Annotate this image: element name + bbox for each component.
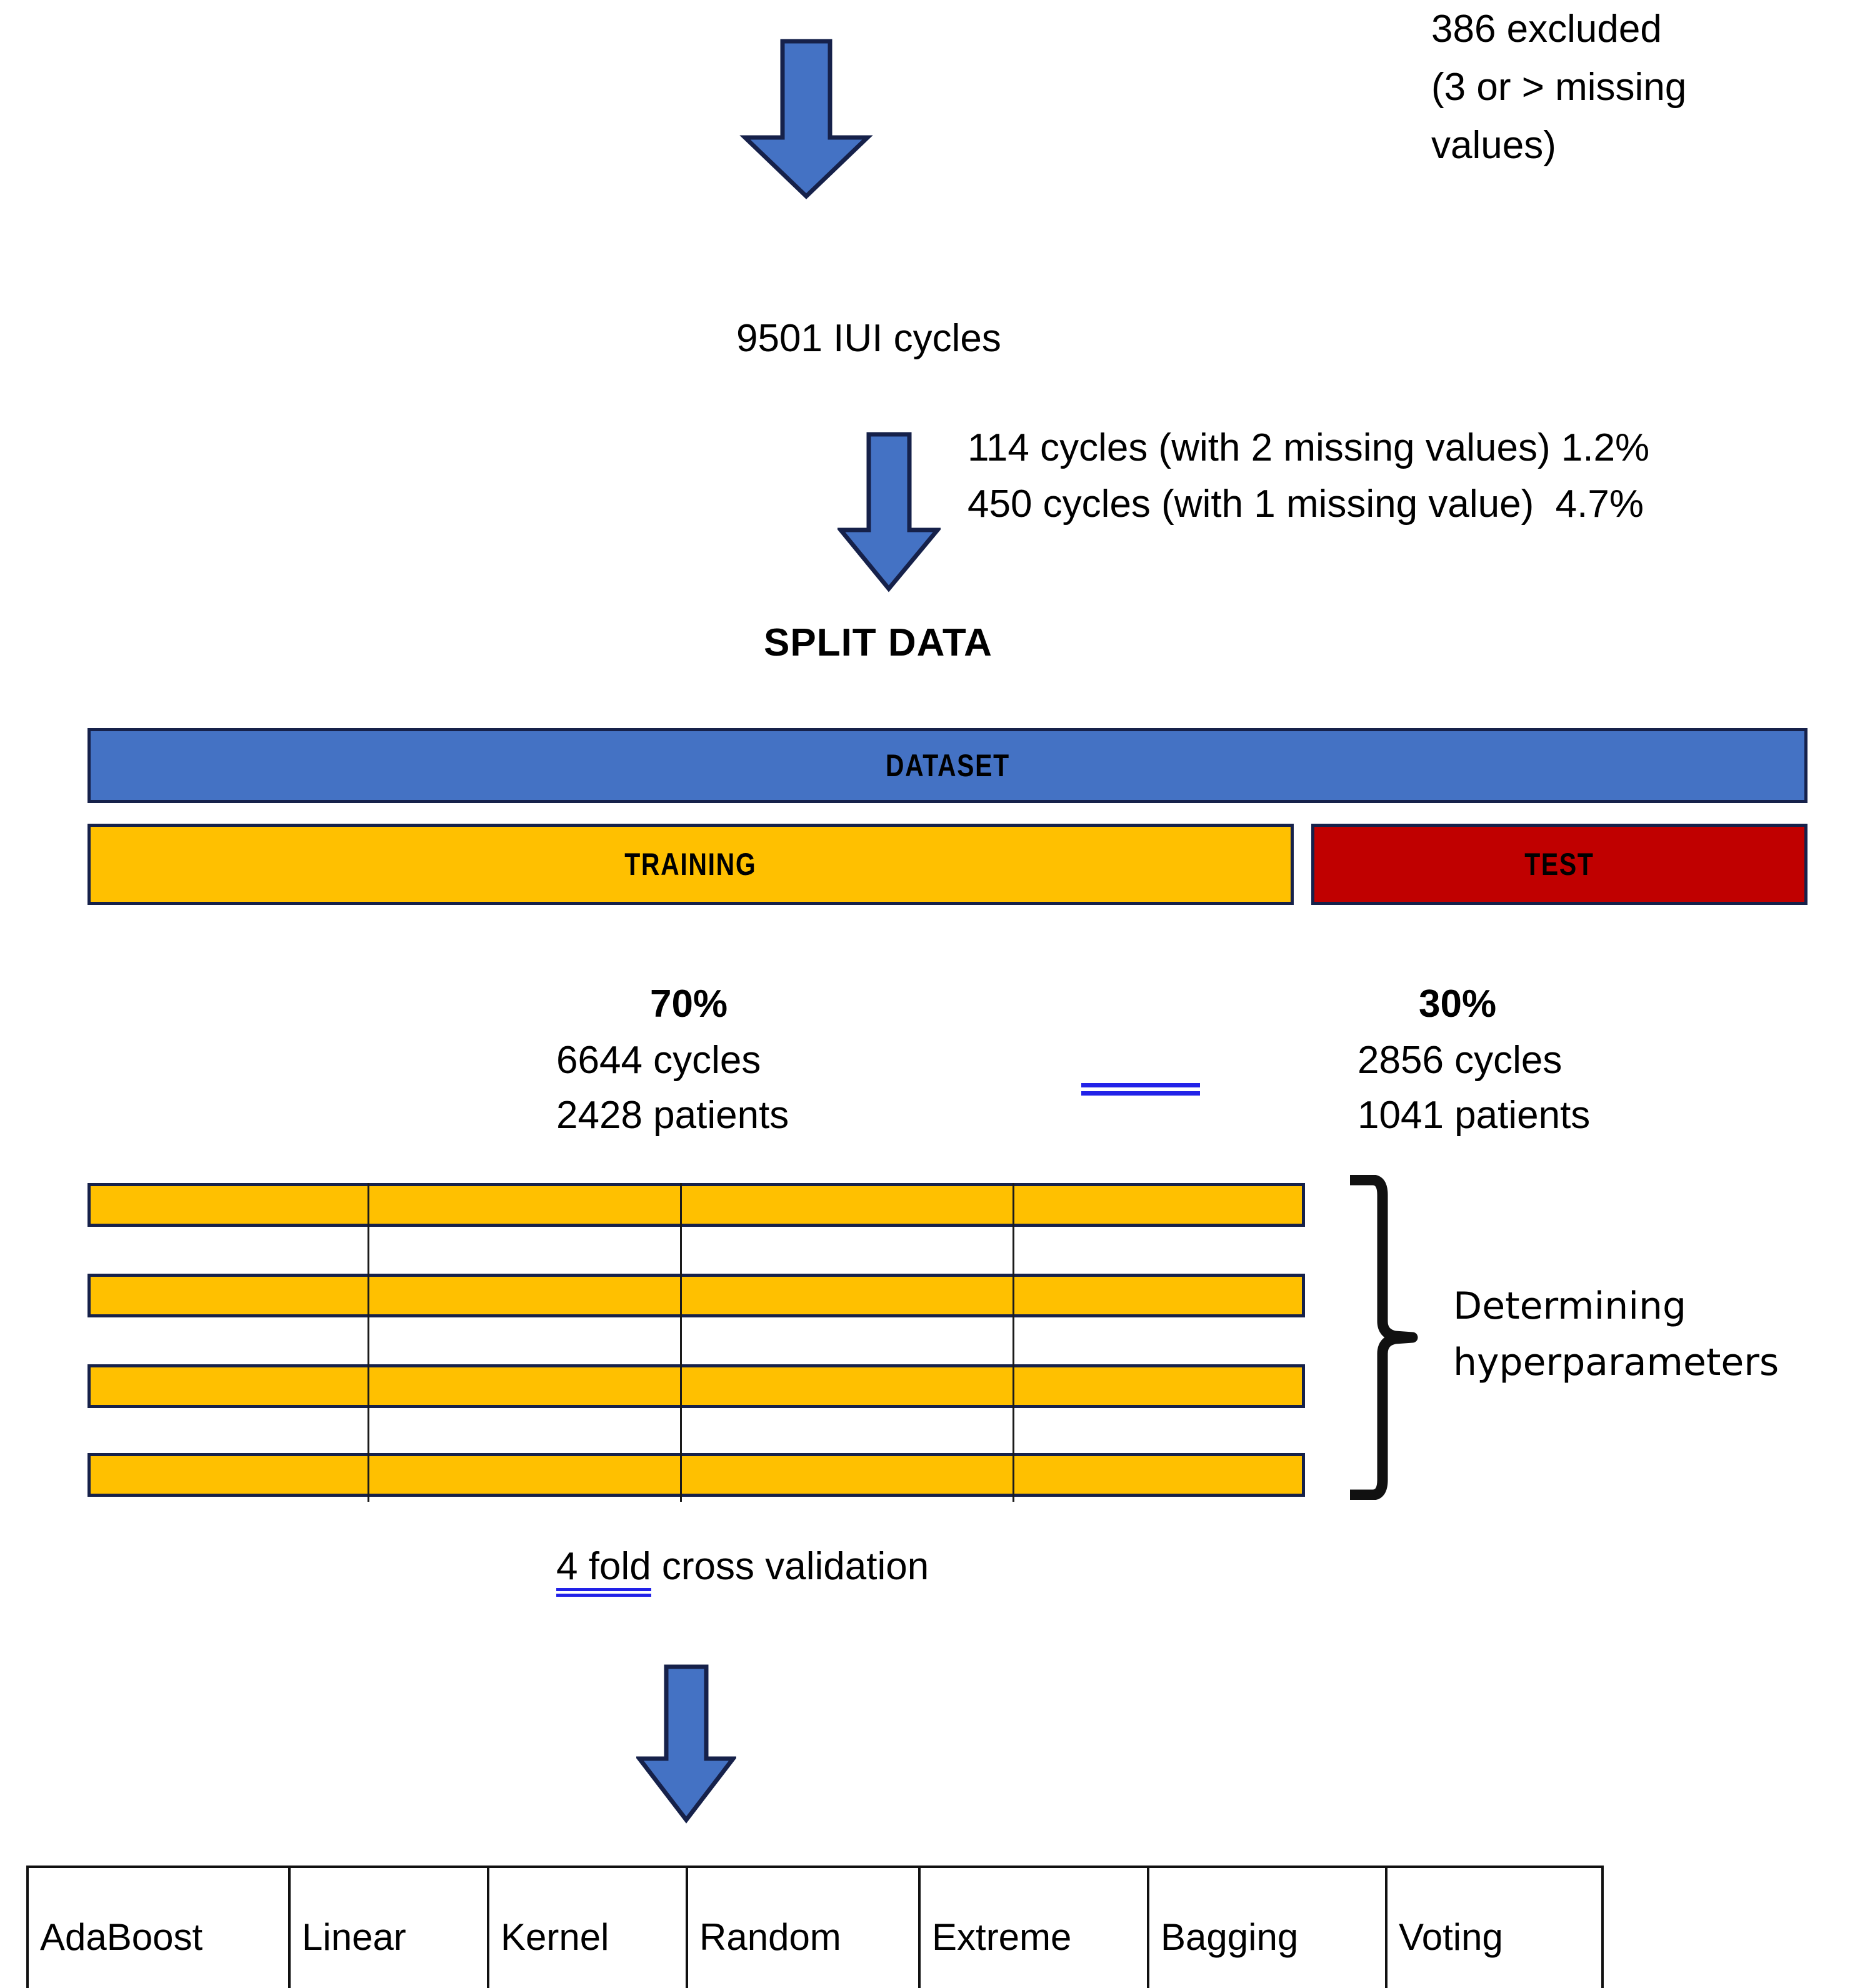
fold-bar [88,1364,1305,1408]
missing-values-note-line2: 450 cycles (with 1 missing value) 4.7% [968,482,1644,526]
classifier-table: AdaBoost Linear SVM Kernel SVM Random Fo… [26,1866,1604,1988]
classifier-cell-linear-svm[interactable]: Linear SVM [288,1866,489,1988]
cross-validation-caption: 4 fold cross validation [556,1544,929,1597]
excluded-note-line1: 386 excluded [1431,7,1662,51]
fold-column-divider [368,1183,369,1502]
right-curly-brace-icon [1344,1175,1425,1500]
missing-values-note-line1: 114 cycles (with 2 missing values) 1.2% [968,426,1650,469]
training-percent-label: 70% [650,982,728,1026]
classifier-name-line1: Kernel [501,1916,609,1959]
fold-bar [88,1274,1305,1317]
test-percent-label: 30% [1419,982,1497,1026]
classifier-cell-voting-classifier[interactable]: Voting Classifier [1385,1866,1604,1988]
classifier-name-line1: Linear [302,1916,406,1959]
dataset-bar-label: DATASET [885,748,1010,783]
dataset-bar: DATASET [88,728,1808,803]
classifier-name-line1: Bagging [1161,1916,1299,1959]
classifier-name-line1: AdaBoost [40,1916,203,1959]
hyperparameter-label-line2: hyperparameters [1453,1341,1779,1384]
training-bar: TRAINING [88,824,1294,905]
table-row: AdaBoost Linear SVM Kernel SVM Random Fo… [26,1866,1604,1988]
cross-validation-caption-rest: cross validation [651,1545,929,1588]
classifier-name-line1: Extreme [932,1916,1072,1959]
classifier-cell-adaboost[interactable]: AdaBoost [26,1866,291,1988]
classifier-cell-random-forest[interactable]: Random Forest [686,1866,921,1988]
test-bar: TEST [1311,824,1808,905]
cohort-count-label: 9501 IUI cycles [736,317,1001,360]
split-data-heading: SPLIT DATA [764,621,992,664]
down-block-arrow-icon-top [731,37,881,200]
classifier-cell-bagging-classifier[interactable]: Bagging Classifier [1147,1866,1388,1988]
training-cycles-label: 6644 cycles [556,1039,761,1082]
excluded-note-line2: (3 or > missing [1431,66,1687,109]
fold-bar [88,1453,1305,1497]
blue-divider-rule [1081,1083,1200,1096]
excluded-note-line3: values) [1431,124,1556,167]
test-cycles-label: 2856 cycles [1358,1039,1562,1082]
fold-column-divider [680,1183,682,1502]
down-block-arrow-icon-bottom [636,1664,736,1824]
classifier-cell-extreme-forest[interactable]: Extreme Forest [918,1866,1149,1988]
classifier-name-line1: Random [699,1916,841,1959]
classifier-name-line1: Voting [1399,1916,1503,1959]
fold-column-divider [1012,1183,1014,1502]
down-block-arrow-icon-middle [838,431,941,594]
fold-bar [88,1183,1305,1227]
training-bar-label: TRAINING [624,847,757,882]
hyperparameter-label-line1: Determining [1453,1284,1687,1328]
test-bar-label: TEST [1524,847,1594,882]
test-patients-label: 1041 patients [1358,1094,1591,1137]
fold-count-underlined: 4 fold [556,1544,651,1597]
training-patients-label: 2428 patients [556,1094,789,1137]
classifier-cell-kernel-svm[interactable]: Kernel SVM [487,1866,688,1988]
